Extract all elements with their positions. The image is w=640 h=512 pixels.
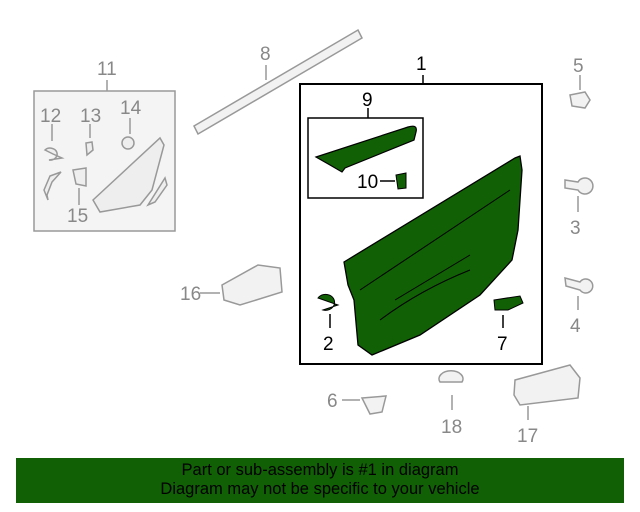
callout-8: 8 <box>260 44 271 65</box>
callout-7: 7 <box>497 334 508 355</box>
callout-10: 10 <box>357 172 378 193</box>
callout-3: 3 <box>570 218 581 239</box>
callout-18: 18 <box>441 417 462 438</box>
part-1-door-panel-assembly[interactable] <box>299 75 543 365</box>
callout-9: 9 <box>362 90 373 111</box>
info-banner: Part or sub-assembly is #1 in diagram Di… <box>16 458 624 503</box>
callout-5: 5 <box>573 56 584 77</box>
part-11-group[interactable] <box>33 80 176 232</box>
callout-4: 4 <box>570 316 581 337</box>
callout-13: 13 <box>80 106 101 127</box>
grey-parts[interactable] <box>200 75 594 420</box>
callout-11: 11 <box>97 59 117 80</box>
banner-line-1: Part or sub-assembly is #1 in diagram <box>181 461 459 479</box>
callout-16: 16 <box>180 284 201 305</box>
callout-6: 6 <box>327 391 338 412</box>
banner-line-2: Diagram may not be specific to your vehi… <box>160 480 480 498</box>
callout-2: 2 <box>323 334 334 355</box>
callout-17: 17 <box>517 426 538 447</box>
callout-14: 14 <box>120 98 142 119</box>
part-8-molding[interactable] <box>193 28 363 136</box>
callout-12: 12 <box>40 106 61 127</box>
callout-1: 1 <box>416 54 427 75</box>
callout-15: 15 <box>67 206 88 227</box>
